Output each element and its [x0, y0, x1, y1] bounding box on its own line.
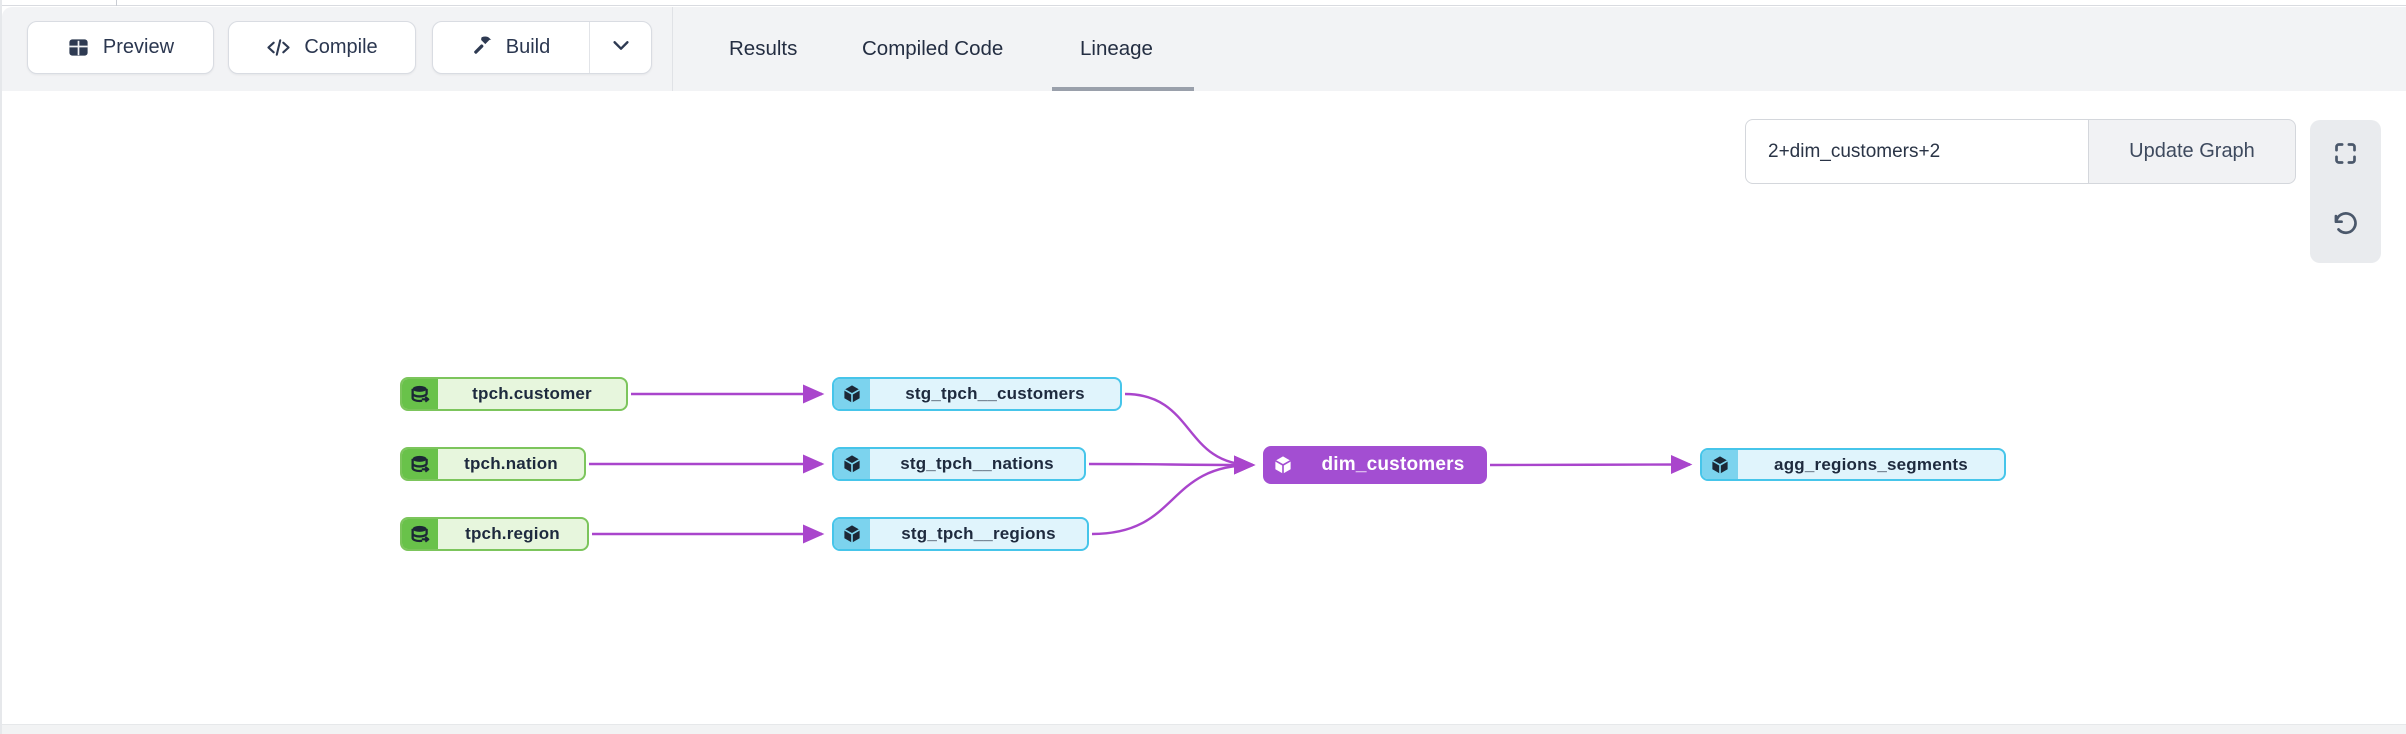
cube-icon	[834, 449, 870, 479]
lineage-node-stg_tpch__regions[interactable]: stg_tpch__regions	[832, 517, 1089, 551]
active-tab-underline	[1052, 87, 1194, 91]
rotate-ccw-icon	[2332, 211, 2359, 243]
build-button[interactable]: Build	[433, 22, 590, 73]
hammer-icon	[472, 34, 494, 62]
tab-compiled-code-label: Compiled Code	[862, 37, 1004, 60]
build-button-label: Build	[505, 36, 551, 58]
lineage-node-label: tpch.region	[465, 524, 560, 543]
bottom-strip	[0, 724, 2406, 734]
lineage-node-label: agg_regions_segments	[1774, 454, 1968, 474]
toolbar-divider	[672, 7, 673, 91]
results-toolbar: Preview Compile Build	[2, 7, 2406, 91]
tab-compiled-code[interactable]: Compiled Code	[862, 7, 1003, 91]
tab-results-label: Results	[729, 37, 798, 60]
code-icon	[266, 36, 291, 59]
lineage-node-label: dim_customers	[1321, 454, 1465, 475]
compile-button[interactable]: Compile	[228, 21, 416, 74]
lineage-node-label: stg_tpch__regions	[901, 524, 1056, 543]
lineage-selector-bar: Update Graph	[1745, 119, 2296, 184]
preview-button-label: Preview	[102, 36, 175, 58]
tab-results[interactable]: Results	[729, 7, 797, 91]
cube-icon	[834, 519, 870, 549]
compile-button-label: Compile	[304, 36, 378, 58]
lineage-node-dim_customers[interactable]: dim_customers	[1263, 446, 1487, 484]
table-icon	[67, 36, 90, 59]
lineage-node-label: tpch.nation	[464, 454, 558, 473]
database-icon	[402, 449, 438, 479]
tab-lineage[interactable]: Lineage	[1080, 7, 1153, 91]
tab-lineage-label: Lineage	[1080, 37, 1153, 60]
build-button-group: Build	[432, 21, 652, 74]
update-graph-button[interactable]: Update Graph	[2088, 119, 2296, 184]
model-selector-input[interactable]	[1745, 119, 2089, 184]
update-graph-label: Update Graph	[2129, 140, 2255, 162]
panel-left-border	[0, 0, 2, 734]
preview-button[interactable]: Preview	[27, 21, 214, 74]
fullscreen-icon	[2332, 140, 2359, 172]
lineage-node-label: tpch.customer	[472, 384, 592, 403]
lineage-canvas	[2, 91, 2406, 724]
lineage-node-label: stg_tpch__customers	[905, 384, 1085, 403]
editor-tab-divider	[116, 0, 117, 6]
build-options-button[interactable]	[590, 22, 651, 73]
lineage-node-label: stg_tpch__nations	[900, 454, 1054, 473]
chevron-down-icon	[610, 34, 632, 61]
fullscreen-button[interactable]	[2324, 134, 2368, 178]
lineage-node-agg_regions_segments[interactable]: agg_regions_segments	[1700, 448, 2006, 481]
lineage-node-tpch.customer[interactable]: tpch.customer	[400, 377, 628, 411]
cube-icon	[1702, 450, 1738, 479]
lineage-node-stg_tpch__customers[interactable]: stg_tpch__customers	[832, 377, 1122, 411]
database-icon	[402, 379, 438, 409]
database-icon	[402, 519, 438, 549]
cube-icon	[834, 379, 870, 409]
lineage-node-stg_tpch__nations[interactable]: stg_tpch__nations	[832, 447, 1086, 481]
reset-view-button[interactable]	[2324, 205, 2368, 249]
graph-controls-panel	[2310, 120, 2381, 263]
editor-tabbar-remnant	[0, 0, 2406, 6]
lineage-node-tpch.nation[interactable]: tpch.nation	[400, 447, 586, 481]
lineage-node-tpch.region[interactable]: tpch.region	[400, 517, 589, 551]
cube-icon	[1265, 448, 1301, 482]
